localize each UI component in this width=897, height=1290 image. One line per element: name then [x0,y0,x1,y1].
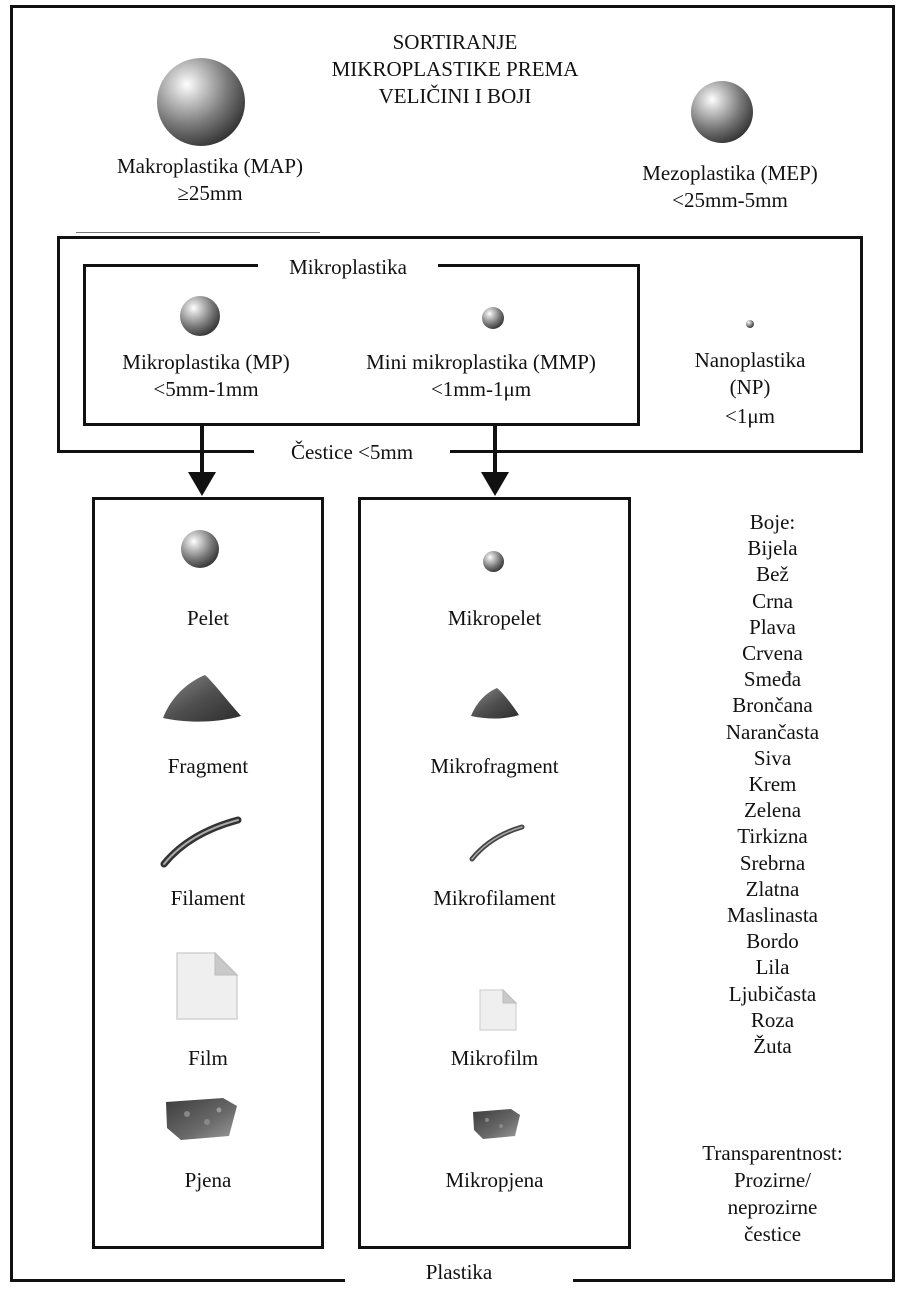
microplastic-group-label: Mikroplastika [289,255,407,279]
color-item: Smeđa [743,667,802,692]
macroplastic-name: Makroplastika (MAP) [116,154,304,178]
color-item: Siva [753,745,792,770]
colors-header: Boje: [749,510,796,534]
colors-list: Boje: Bijela Bež Crna Plava Crvena Smeđa… [655,509,890,1059]
microfoam-icon [473,1109,520,1139]
mini-microplastic-name: Mini mikroplastika (MMP) [366,350,596,374]
micropellet-icon [483,551,504,572]
color-item: Lila [755,955,790,980]
shape-label-filament: Filament [170,886,246,910]
nanoplastic-name-line-2: (NP) [729,375,771,399]
microfilament-icon [469,824,525,862]
diagram-title-line-2: MIKROPLASTIKE PREMA [331,57,579,81]
color-item: Bordo [746,929,799,954]
filament-icon [160,816,242,868]
color-item: Narančasta [725,719,820,744]
transparency-block: Transparentnost: Prozirne/ neprozirne če… [655,1140,890,1248]
shape-label-pelet: Pelet [187,606,229,630]
particles-label: Čestice <5mm [290,440,414,464]
foam-icon [166,1098,237,1140]
macroplastic-sphere-icon [157,58,245,146]
diagram-title-line-1: SORTIRANJE [392,30,518,54]
color-item: Crvena [742,641,803,666]
color-item: Bijela [747,536,798,561]
color-item: Bež [756,562,789,587]
shape-label-mikrofilament: Mikrofilament [433,886,556,910]
color-item: Zelena [743,798,802,823]
shape-label-pjena: Pjena [184,1168,232,1192]
color-item: Žuta [753,1034,792,1059]
macro-underline-divider [76,232,320,233]
mini-microplastic-sphere-icon [482,307,504,329]
macroplastic-range: ≥25mm [177,181,243,205]
color-item: Roza [750,1007,795,1032]
color-item: Crna [752,588,793,613]
particles-under-5mm-box [57,236,863,453]
shape-label-mikrofragment: Mikrofragment [430,754,559,778]
color-item: Maslinasta [727,903,818,928]
transparency-value: čestice [743,1222,802,1246]
shape-label-film: Film [188,1046,228,1070]
color-item: Brončana [732,693,813,718]
nanoplastic-sphere-icon [746,320,754,328]
microfragment-icon [471,688,519,719]
color-item: Krem [748,772,797,797]
arrow-down-right-icon [481,426,509,496]
footer-label-plastika: Plastika [425,1260,493,1284]
mesoplastic-range: <25mm-5mm [672,188,788,212]
diagram-title-line-3: VELIČINI I BOJI [378,84,532,108]
nanoplastic-range: <1μm [725,404,775,428]
shape-label-mikropjena: Mikropjena [445,1168,544,1192]
mini-microplastic-range: <1mm-1μm [430,377,532,401]
microplastic-name: Mikroplastika (MP) [122,350,290,374]
microfilm-icon [479,988,518,1031]
fragment-icon [163,675,241,722]
color-item: Plava [749,614,796,639]
color-item: Zlatna [745,876,800,901]
nanoplastic-name-line-1: Nanoplastika [694,348,806,372]
shape-label-mikropelet: Mikropelet [447,606,542,630]
film-icon [176,951,239,1020]
transparency-value: Prozirne/ [734,1168,811,1192]
shape-label-fragment: Fragment [167,754,249,778]
color-item: Tirkizna [737,824,808,849]
shape-label-mikrofilm: Mikrofilm [450,1046,539,1070]
particles-label-gap [254,447,450,459]
shapes-box-microplastic [92,497,324,1249]
pellet-icon [181,530,219,568]
color-item: Srebrna [739,850,806,875]
footer-label-gap [345,1272,573,1290]
mesoplastic-sphere-icon [691,81,753,143]
arrow-down-left-icon [188,426,216,496]
color-item: Ljubičasta [728,981,817,1006]
transparency-header: Transparentnost: [702,1141,843,1165]
microplastic-sphere-icon [180,296,220,336]
microplastic-group-label-gap [258,260,438,270]
shapes-box-mini-microplastic [358,497,631,1249]
mesoplastic-name: Mezoplastika (MEP) [642,161,818,185]
transparency-value: neprozirne [727,1195,818,1219]
microplastic-range: <5mm-1mm [153,377,259,401]
